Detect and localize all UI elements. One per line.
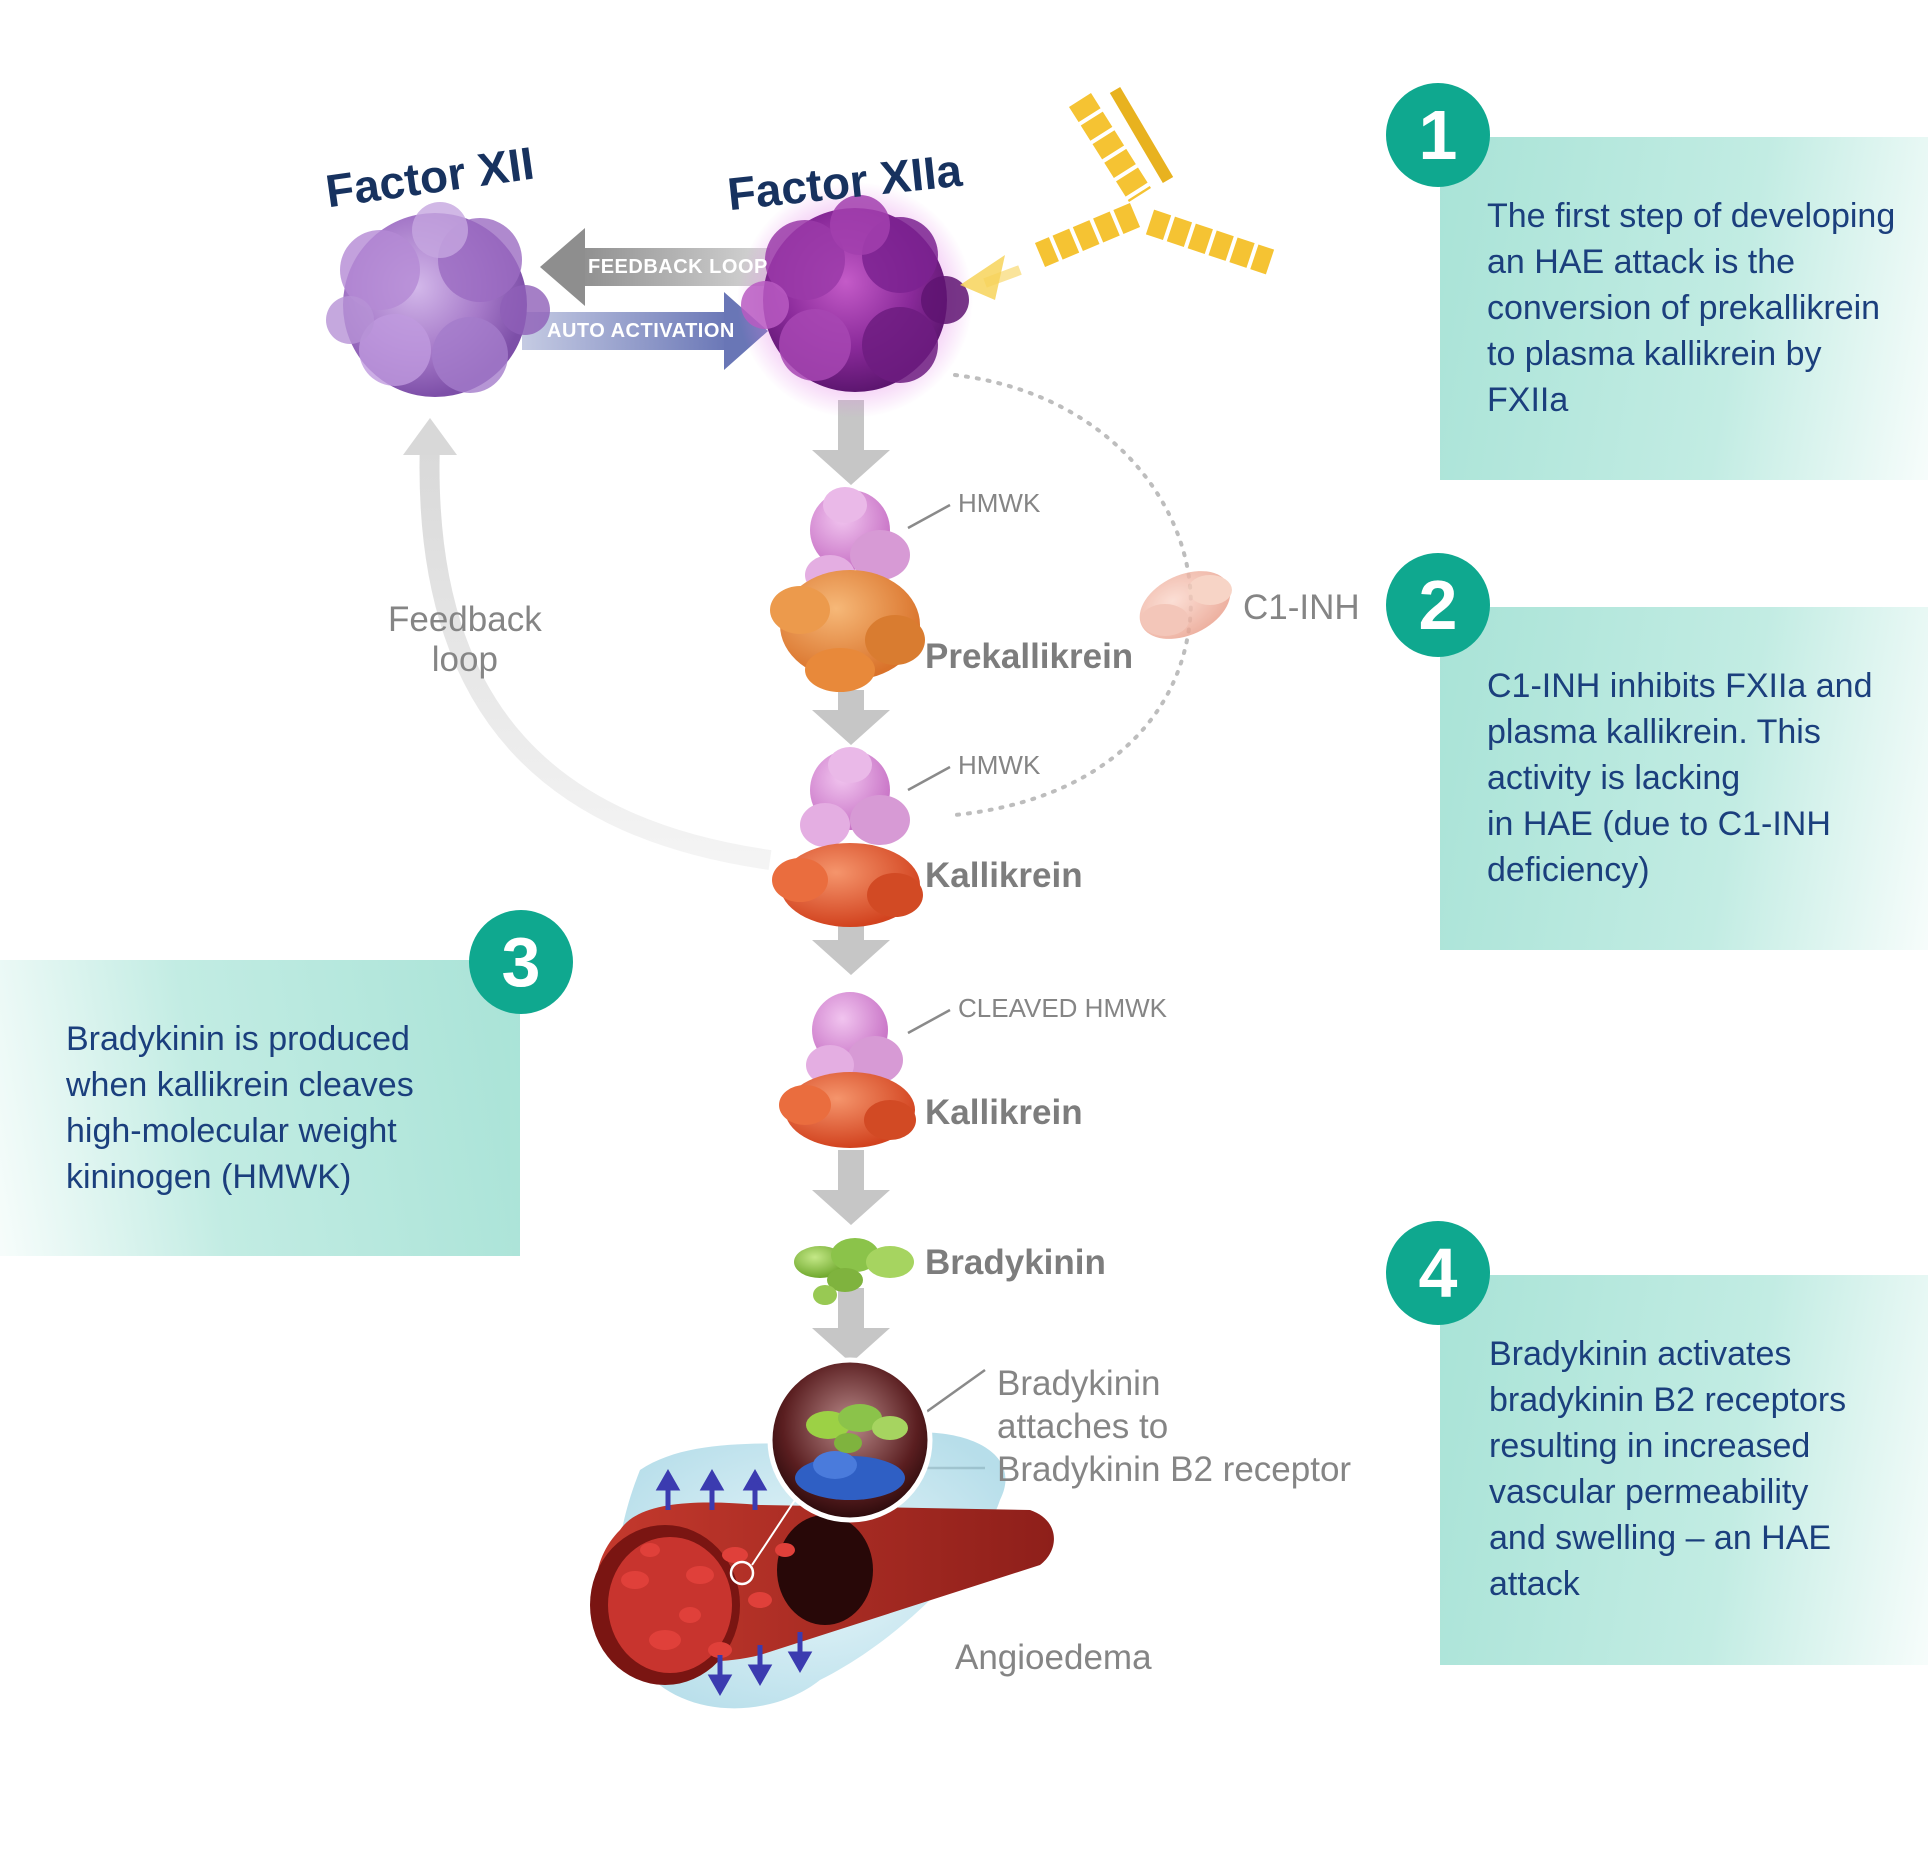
prekallikrein-protein [770,570,925,692]
c1-inh-protein [1139,571,1232,639]
bradykinin-label: Bradykinin [925,1243,1106,1282]
receptor-note: Bradykinin attaches to Bradykinin B2 rec… [997,1364,1352,1489]
cascade-arrows [812,400,890,1363]
step-2-panel [1440,607,1928,950]
step-1-text: The first step of developing an HAE atta… [1487,197,1896,419]
hmwk-label-1: HMWK [958,488,1041,518]
antibody-arrow [960,255,1005,300]
bradykinin-protein [794,1238,914,1305]
permeability-arrows [655,1468,813,1697]
kallikrein-label-2: Kallikrein [925,1093,1083,1132]
angioedema-label: Angioedema [955,1638,1152,1677]
factor-xii-protein [326,202,550,397]
kallikrein-label-1: Kallikrein [925,856,1083,895]
red-blood-cells [621,1543,795,1658]
prekallikrein-label: Prekallikrein [925,637,1134,676]
step-4-panel [1440,1275,1928,1665]
feedback-loop-label: Feedback loop [388,600,542,679]
step-4-text: Bradykinin activates bradykinin B2 recep… [1489,1335,1847,1603]
hmwk-protein-1 [805,487,910,595]
step-2-badge: 2 [1386,553,1490,657]
step-2-text: C1-INH inhibits FXIIa and plasma kallikr… [1487,667,1873,889]
kallikrein-protein-2 [779,1072,916,1148]
blood-vessel [590,1432,1054,1709]
feedback-loop-arc [419,439,772,870]
factor-xiia-protein [737,182,973,418]
step-1-badge: 1 [1386,83,1490,187]
step-4-badge: 4 [1386,1221,1490,1325]
feedback-loop-arc-arrowhead [403,418,457,455]
c1-inh-label: C1-INH [1243,588,1360,627]
feedback-loop-arrow [540,228,770,306]
feedback-loop-arrow-label: FEEDBACK LOOP [588,256,768,278]
antibody-shape [1034,86,1275,275]
step-1-panel [1440,137,1928,480]
cleaved-hmwk-protein [806,992,903,1085]
auto-activation-arrow-label: AUTO ACTIVATION [547,320,735,342]
step-3-badge: 3 [469,910,573,1014]
kallikrein-protein-1 [772,843,923,927]
hmwk-label-2: HMWK [958,750,1041,780]
step-3-text: Bradykinin is produced when kallikrein c… [66,1020,414,1196]
auto-activation-arrow [522,292,768,370]
receptor-zoom-circle [767,1357,933,1523]
step-3-panel [0,960,520,1256]
hmwk-protein-2 [800,747,910,847]
cleaved-hmwk-label: CLEAVED HMWK [958,993,1167,1023]
